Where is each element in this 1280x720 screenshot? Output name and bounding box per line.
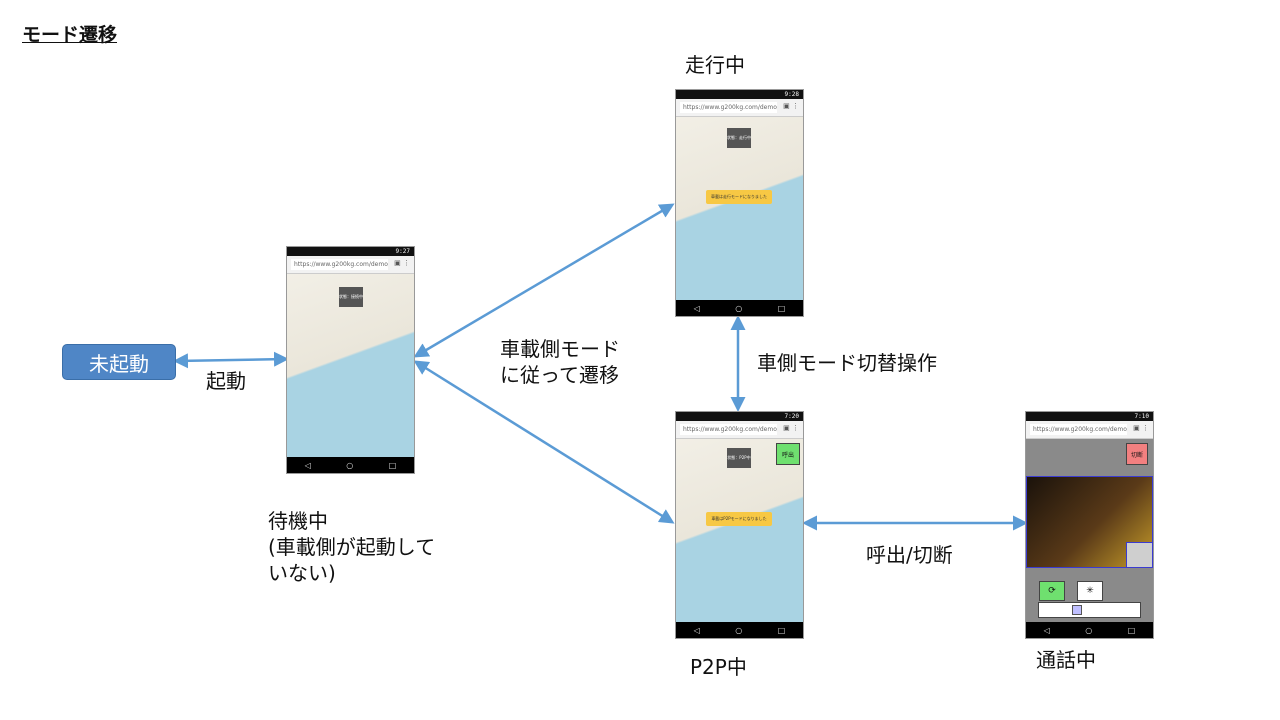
slider-knob[interactable] [1072, 605, 1082, 615]
mute-icon: ✳ [1086, 586, 1094, 596]
volume-slider[interactable] [1038, 602, 1141, 618]
local-video [1126, 542, 1153, 568]
status-bar: 7:20 [676, 412, 803, 421]
label-call-hangup: 呼出/切断 [866, 543, 953, 567]
arrow-standby-p2p [413, 360, 675, 524]
nav-bar: ◁ ○ □ [287, 457, 414, 473]
menu-icon: ▣ ⋮ [783, 102, 799, 110]
status-bar: 7:10 [1026, 412, 1153, 421]
map-view [676, 439, 803, 622]
label-standby: 待機中 (車載側が起動して いない) [268, 509, 436, 585]
recent-icon: □ [777, 625, 786, 635]
call-button[interactable]: 呼出 [776, 443, 800, 465]
arrow-start-standby [173, 351, 289, 369]
state-not-started: 未起動 [62, 344, 176, 380]
status-bar: 9:27 [287, 247, 414, 256]
back-icon: ◁ [693, 303, 700, 313]
url-field: https://www.g200kg.com/demo/... [680, 424, 777, 435]
status-popup: 状態：P2P中 [727, 448, 751, 468]
mute-button[interactable]: ✳ [1077, 581, 1103, 601]
mode-banner: 車載はP2Pモードになりました [706, 512, 772, 526]
browser-bar: https://www.g200kg.com/demo/... ▣ ⋮ [287, 256, 414, 274]
browser-bar: https://www.g200kg.com/demo/... ▣ ⋮ [1026, 421, 1153, 439]
menu-icon: ▣ ⋮ [1133, 424, 1149, 432]
menu-icon: ▣ ⋮ [783, 424, 799, 432]
hangup-button[interactable]: 切断 [1126, 443, 1148, 465]
phone-running: 9:28 https://www.g200kg.com/demo/... ▣ ⋮… [675, 89, 804, 317]
status-popup: 状態：接続中 [339, 287, 363, 307]
home-icon: ○ [1085, 625, 1093, 635]
arrow-standby-running [413, 203, 675, 358]
home-icon: ○ [346, 460, 354, 470]
status-popup: 状態：走行中 [727, 128, 751, 148]
nav-bar: ◁ ○ □ [676, 300, 803, 316]
home-icon: ○ [735, 303, 743, 313]
label-running: 走行中 [685, 53, 745, 77]
camera-switch-icon: ⟳ [1048, 586, 1056, 596]
label-switch: 車側モード切替操作 [757, 351, 937, 375]
url-field: https://www.g200kg.com/demo/... [680, 102, 777, 113]
camera-switch-button[interactable]: ⟳ [1039, 581, 1065, 601]
back-icon: ◁ [1043, 625, 1050, 635]
recent-icon: □ [777, 303, 786, 313]
phone-p2p: 7:20 https://www.g200kg.com/demo/... ▣ ⋮… [675, 411, 804, 639]
label-transition: 車載側モード に従って遷移 [500, 337, 620, 387]
phone-standby: 9:27 https://www.g200kg.com/demo/... ▣ ⋮… [286, 246, 415, 474]
status-bar: 9:28 [676, 90, 803, 99]
menu-icon: ▣ ⋮ [394, 259, 410, 267]
diagram-title: モード遷移 [22, 24, 118, 46]
browser-bar: https://www.g200kg.com/demo/... ▣ ⋮ [676, 99, 803, 117]
mode-banner: 車載は走行モードになりました [706, 190, 772, 204]
home-icon: ○ [735, 625, 743, 635]
back-icon: ◁ [693, 625, 700, 635]
browser-bar: https://www.g200kg.com/demo/... ▣ ⋮ [676, 421, 803, 439]
back-icon: ◁ [304, 460, 311, 470]
url-field: https://www.g200kg.com/demo/... [1030, 424, 1127, 435]
label-calling: 通話中 [1036, 648, 1096, 672]
nav-bar: ◁ ○ □ [676, 622, 803, 638]
label-p2p: P2P中 [690, 655, 747, 679]
phone-calling: 7:10 https://www.g200kg.com/demo/... ▣ ⋮… [1025, 411, 1154, 639]
recent-icon: □ [388, 460, 397, 470]
label-start: 起動 [206, 369, 246, 393]
nav-bar: ◁ ○ □ [1026, 622, 1153, 638]
url-field: https://www.g200kg.com/demo/... [291, 259, 388, 270]
recent-icon: □ [1127, 625, 1136, 635]
